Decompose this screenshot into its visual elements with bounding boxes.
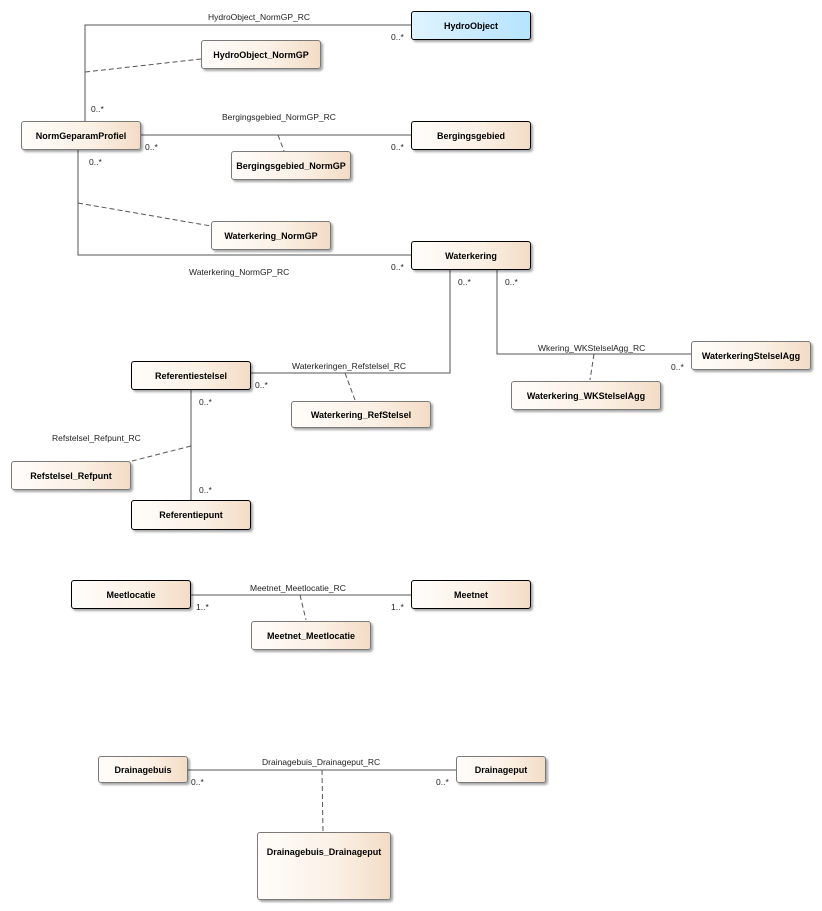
class-drainagebuis-drainageput[interactable]: Drainagebuis_Drainageput <box>257 832 391 900</box>
class-meetnet[interactable]: Meetnet <box>411 580 531 609</box>
class-waterkering-wkstelselagg[interactable]: Waterkering_WKStelselAgg <box>511 381 661 410</box>
class-bergingsgebied-normgp[interactable]: Bergingsgebied_NormGP <box>231 151 351 180</box>
assoc-line-wkstelselagg[interactable] <box>496 269 691 355</box>
assoc-line-hydroobject[interactable] <box>84 24 411 121</box>
class-drainageput[interactable]: Drainageput <box>456 756 546 783</box>
class-waterkering-normgp[interactable]: Waterkering_NormGP <box>211 221 331 250</box>
class-waterkering[interactable]: Waterkering <box>411 241 531 270</box>
assoc-label-waterkering: Waterkering_NormGP_RC <box>189 267 290 277</box>
assoc-line-waterkering[interactable] <box>77 149 411 256</box>
class-refstelsel-refpunt[interactable]: Refstelsel_Refpunt <box>11 461 131 490</box>
assoc-class-link-hydroobject <box>84 58 202 73</box>
class-hydroobject-normgp[interactable]: HydroObject_NormGP <box>201 40 321 69</box>
assoc-class-link-waterkering <box>77 202 212 227</box>
mult-ngp-top: 0..* <box>91 104 104 114</box>
mult-waterkering-left: 0..* <box>391 262 404 272</box>
class-waterkering-refstelsel[interactable]: Waterkering_RefStelsel <box>291 401 431 428</box>
assoc-class-link-wkstelselagg <box>589 353 595 381</box>
mult-waterkeringstelselagg: 0..* <box>671 362 684 372</box>
class-drainagebuis[interactable]: Drainagebuis <box>98 756 188 783</box>
class-normgeparamprofiel[interactable]: NormGeparamProfiel <box>21 121 141 150</box>
class-meetnet-meetlocatie[interactable]: Meetnet_Meetlocatie <box>251 621 371 650</box>
assoc-class-link-bergingsgebied <box>277 134 285 152</box>
assoc-class-link-drainageput <box>321 769 324 833</box>
class-referentiestelsel[interactable]: Referentiestelsel <box>131 361 251 390</box>
class-hydroobject[interactable]: HydroObject <box>411 11 531 40</box>
mult-waterkering-bottom-left: 0..* <box>458 277 471 287</box>
class-referentiepunt[interactable]: Referentiepunt <box>131 500 251 530</box>
mult-drainagebuis: 0..* <box>191 777 204 787</box>
mult-referentiestelsel-bottom: 0..* <box>199 397 212 407</box>
class-waterkeringstelselagg[interactable]: WaterkeringStelselAgg <box>691 341 811 370</box>
class-bergingsgebied[interactable]: Bergingsgebied <box>411 121 531 150</box>
assoc-label-hydroobject: HydroObject_NormGP_RC <box>208 12 311 22</box>
mult-ngp-right: 0..* <box>145 142 158 152</box>
assoc-class-link-refstelsel <box>344 372 356 401</box>
assoc-label-bergingsgebied: Bergingsgebied_NormGP_RC <box>222 112 336 122</box>
assoc-label-refpunt: Refstelsel_Refpunt_RC <box>52 433 141 443</box>
mult-drainageput: 0..* <box>436 777 449 787</box>
assoc-label-drainageput: Drainagebuis_Drainageput_RC <box>262 757 381 767</box>
assoc-label-meetnet: Meetnet_Meetlocatie_RC <box>250 583 346 593</box>
mult-meetlocatie: 1..* <box>196 602 209 612</box>
mult-bergingsgebied: 0..* <box>391 142 404 152</box>
mult-meetnet: 1..* <box>391 602 404 612</box>
mult-referentiestelsel-right: 0..* <box>255 380 268 390</box>
assoc-label-wkstelselagg: Wkering_WKStelselAgg_RC <box>538 343 646 353</box>
assoc-class-link-refpunt <box>131 445 192 462</box>
assoc-line-refstelsel[interactable] <box>251 269 451 374</box>
mult-referentiepunt: 0..* <box>199 485 212 495</box>
assoc-label-refstelsel: Waterkeringen_Refstelsel_RC <box>292 361 407 371</box>
mult-hydroobject: 0..* <box>391 32 404 42</box>
assoc-class-link-meetnet <box>299 594 307 621</box>
mult-ngp-bottom: 0..* <box>89 157 102 167</box>
mult-waterkering-bottom-right: 0..* <box>505 277 518 287</box>
class-meetlocatie[interactable]: Meetlocatie <box>71 580 191 609</box>
